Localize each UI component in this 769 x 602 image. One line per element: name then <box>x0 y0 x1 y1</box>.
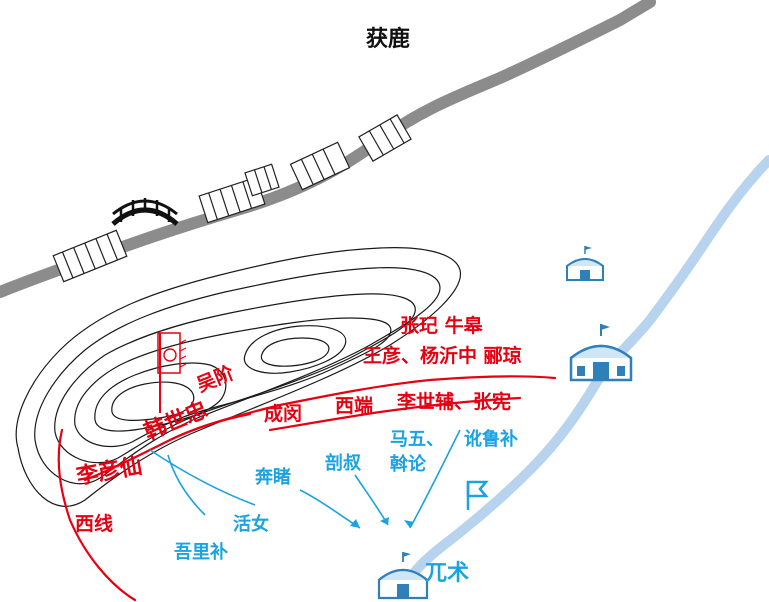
yurt-camp-icon-bottom <box>377 552 429 600</box>
song-defense-lines <box>57 375 557 602</box>
label-li-shifu: 李世辅、张宪 <box>396 390 511 413</box>
label-li-yanxian: 李彦仙 <box>74 453 145 490</box>
label-xixian: 西线 <box>75 512 113 535</box>
label-huo-nv: 活女 <box>233 513 269 535</box>
river <box>400 155 769 590</box>
arrow-bendu <box>299 489 361 529</box>
arrow-wolun <box>409 429 461 529</box>
front-line <box>83 375 557 482</box>
label-wu-jie: 吴阶 <box>193 361 238 397</box>
label-wulibu: 吾里补 <box>174 541 228 563</box>
label-ben-du: 奔睹 <box>254 466 291 488</box>
yurt-camp-icon-large <box>569 324 633 382</box>
label-wang-yan: 王彦、杨沂中 郦琼 <box>363 344 522 367</box>
label-pou-shu: 剖叔 <box>325 452 362 474</box>
label-wuluobu: 讹鲁补 <box>464 428 518 450</box>
flag-icon <box>466 480 489 510</box>
han-line <box>168 412 252 442</box>
arrow-wulibu <box>167 454 206 516</box>
bridge-icon <box>111 198 179 226</box>
label-wo-lun: 斡论 <box>390 453 427 475</box>
arrow-huonv <box>149 449 256 506</box>
map-title: 获鹿 <box>366 26 410 52</box>
label-ma-wu: 马五、 <box>390 429 444 450</box>
label-zhang-ji: 张玘 牛皋 <box>400 314 484 337</box>
yurt-camp-icon <box>566 246 604 281</box>
arrow-poushu <box>354 474 389 526</box>
label-cheng-min: 成闵 <box>264 402 302 425</box>
mountain-contours <box>15 247 461 507</box>
label-xi-duan: 西端 <box>335 394 373 417</box>
xixian-line <box>57 428 137 602</box>
jin-arrowheads <box>350 517 414 528</box>
label-wuzhu: 兀术 <box>425 561 469 586</box>
road-ties <box>52 114 412 283</box>
rear-line <box>268 396 522 432</box>
banner-icon <box>157 332 187 413</box>
